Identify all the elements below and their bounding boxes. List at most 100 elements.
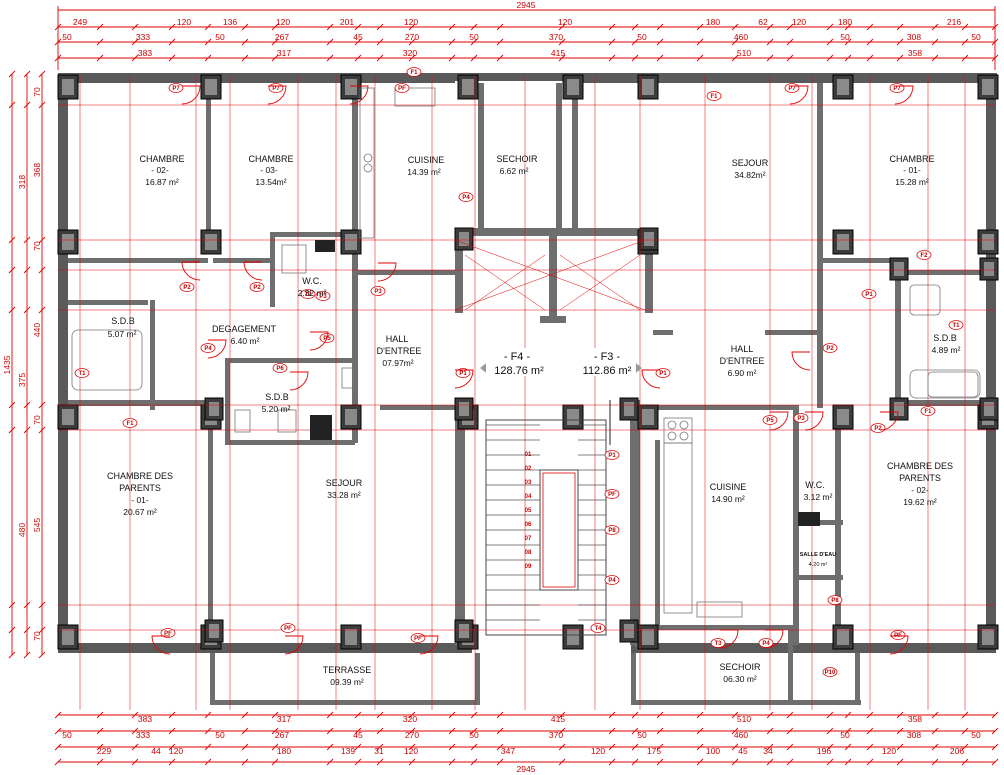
dim-top-r2-5: 270 <box>405 32 419 42</box>
dimension-tick <box>931 23 939 31</box>
tag-text: P2 <box>826 346 834 352</box>
room-chambre-02-area: 16.87 m² <box>145 177 179 187</box>
room-hall-f4-name: HALL <box>386 334 409 344</box>
room-sejour-f4-name: SEJOUR <box>326 478 363 488</box>
tag-text: PF <box>398 86 406 92</box>
column-core <box>459 402 469 416</box>
dimension-tick <box>470 23 478 31</box>
dimension-tick <box>558 23 566 31</box>
dimension-tick <box>496 711 504 719</box>
tag-p2: P2 <box>179 282 195 292</box>
tag-p1: P1 <box>861 289 877 299</box>
tag-bubble <box>249 282 265 292</box>
tag-bubble <box>920 406 936 416</box>
dimensions-bottom: 383 317 320 415 510 358 50 333 50 267 45… <box>54 711 999 774</box>
door-swing <box>789 85 809 105</box>
dimension-tick <box>96 711 104 719</box>
dimension-tick <box>38 401 46 409</box>
dimension-tick <box>8 401 16 409</box>
dimension-tick <box>731 758 739 766</box>
dimension-tick <box>448 23 456 31</box>
tag-bubble <box>758 638 774 648</box>
tag-text: T1 <box>78 371 86 377</box>
dim-left-o-1: 375 <box>17 373 27 387</box>
dimension-tick <box>241 23 249 31</box>
column-core <box>982 629 994 645</box>
column-core <box>459 232 469 246</box>
room-sdb-f4-b-name: S.D.B <box>265 392 289 402</box>
tag-p1: P1 <box>604 450 620 460</box>
dimension-tick <box>961 743 969 751</box>
dimension-tick <box>786 743 794 751</box>
tag-f2: F2 <box>916 250 932 260</box>
dimension-tick <box>496 727 504 735</box>
door-swing <box>377 262 397 282</box>
tag-text: P6 <box>276 366 284 372</box>
apartment-f3-area: 112.86 m² <box>583 365 632 377</box>
dimension-tick <box>408 23 416 31</box>
tag-text: PF <box>608 492 616 498</box>
door-swing <box>641 369 661 389</box>
column-core <box>205 234 217 250</box>
dimension-tick <box>8 426 16 434</box>
dimension-tick <box>204 711 212 719</box>
dimension-tick <box>8 306 16 314</box>
dimension-tick <box>766 758 774 766</box>
dimension-tick <box>496 743 504 751</box>
dimension-tick <box>558 711 566 719</box>
tag-text: P2 <box>874 426 882 432</box>
dimension-tick <box>38 626 46 634</box>
dimension-tick <box>844 23 852 31</box>
tag-text: T3 <box>714 641 722 647</box>
dim-bot-r3-2: 120 <box>169 746 183 756</box>
room-sdb-f3-name: S.D.B <box>933 333 957 343</box>
room-parents-01-area: 20.67 m² <box>123 507 157 517</box>
tag-p1: P1 <box>455 368 471 378</box>
apartment-labels: - F4 - 128.76 m² - F3 - 112.86 m² <box>480 348 642 377</box>
dimension-tick <box>696 758 704 766</box>
dim-top-r2-2: 50 <box>215 32 225 42</box>
tag-p6: P6 <box>272 363 288 373</box>
door-swing <box>349 85 369 105</box>
dimension-tick <box>23 601 31 609</box>
tag-bubble <box>455 368 471 378</box>
tag-text: P7 <box>788 86 796 92</box>
room-wc-f3-name: W.C. <box>805 480 825 490</box>
dimension-tick <box>826 711 834 719</box>
dimension-tick <box>326 23 334 31</box>
dimension-tick <box>558 758 566 766</box>
tag-bubble <box>406 67 422 77</box>
column-core <box>624 402 634 416</box>
dim-left-m-2: 70 <box>32 241 42 251</box>
tag-bubble <box>200 343 216 353</box>
room-chambre-03-sub: - 03- <box>260 165 278 175</box>
column-core <box>345 409 357 425</box>
dimension-tick <box>8 601 16 609</box>
dim-bot-r1-2: 320 <box>403 714 417 724</box>
room-chambre-03-name: CHAMBRE <box>248 154 293 164</box>
dimension-tick <box>931 711 939 719</box>
tag-pf: PF <box>604 489 620 499</box>
door-swing <box>454 369 474 389</box>
tag-text: T1 <box>952 323 960 329</box>
room-chambre-02-name: CHAMBRE <box>139 154 184 164</box>
tag-bubble <box>315 291 331 301</box>
tag-bubble <box>394 83 410 93</box>
tag-bubble <box>370 286 386 296</box>
dimension-tick <box>896 727 904 735</box>
room-sechoir-f4-area: 6.62 m² <box>500 166 529 176</box>
dimension-tick <box>696 23 704 31</box>
dimension-tick <box>38 306 46 314</box>
apartment-f4-label: - F4 - <box>504 351 531 363</box>
tag-text: PF <box>414 636 422 642</box>
dimension-tick <box>896 758 904 766</box>
tag-bubble <box>604 489 620 499</box>
tag-text: F1 <box>924 409 932 415</box>
tag-text: F1 <box>410 70 418 76</box>
tag-p7: P7 <box>268 83 284 93</box>
dimension-tick <box>354 743 362 751</box>
stair-step-number: 09 <box>525 564 532 570</box>
tag-p7: P7 <box>889 83 905 93</box>
dimension-tick <box>470 743 478 751</box>
dim-top-r3-2: 320 <box>403 48 417 58</box>
